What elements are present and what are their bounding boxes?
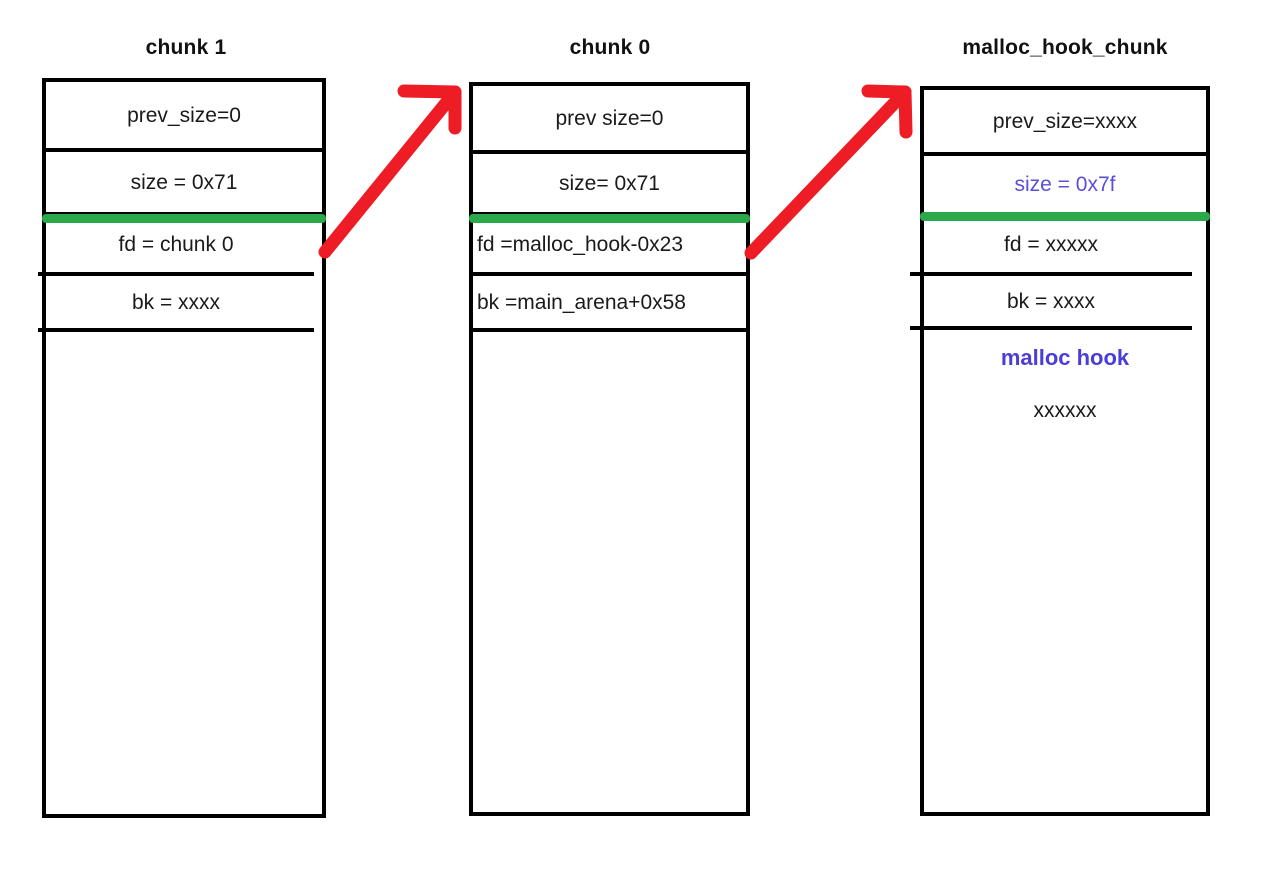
chunk-box-malloc-hook-chunk: prev_size=xxxx size = 0x7f fd = xxxxx bk… [910,86,1210,816]
chunk-title-chunk-1: chunk 1 [145,36,227,59]
chunk-0-prev-size-text: prev size=0 [555,106,664,130]
chunk-box-chunk-0: prev size=0 size= 0x71 fd =malloc_hook-0… [469,82,750,816]
malloc-hook-chunk-field-hook-label: malloc hook [924,330,1206,386]
green-separator-chunk-0 [469,214,750,223]
green-separator-malloc-hook-chunk [920,212,1210,221]
chunk-1-prev-size-text: prev_size=0 [127,103,241,127]
chunk-0-field-bk: bk =main_arena+0x58 [473,276,746,332]
chunk-title-chunk-0: chunk 0 [569,36,651,59]
chunk-0-bk-text: bk =main_arena+0x58 [477,290,686,314]
chunk-1-fd-text: fd = chunk 0 [118,232,234,256]
malloc-hook-chunk-field-hook-value: xxxxxx [924,386,1206,434]
chunk-1-field-body [46,332,322,814]
arrow-chunk0-fd-to-malloc-hook-chunk [744,84,913,260]
malloc-hook-chunk-field-prev-size: prev_size=xxxx [924,90,1206,156]
chunk-1-bk-text: bk = xxxx [131,290,221,314]
chunk-0-size-text: size= 0x71 [559,171,660,195]
chunk-0-field-prev-size: prev size=0 [473,86,746,154]
chunk-0-field-size: size= 0x71 [473,154,746,216]
malloc-hook-chunk-field-body [924,434,1206,812]
malloc-hook-chunk-field-size: size = 0x7f [924,156,1206,216]
chunk-0-field-body [473,332,746,812]
malloc-hook-chunk-fd-text: fd = xxxxx [1004,232,1098,256]
green-separator-chunk-1 [42,214,326,223]
malloc-hook-value-text: xxxxxx [1033,398,1097,422]
chunk-1-field-prev-size: prev_size=0 [46,82,322,152]
malloc-hook-chunk-field-bk: bk = xxxx [910,276,1192,330]
malloc-hook-chunk-size-text: size = 0x7f [1014,172,1116,196]
chunk-0-fd-text: fd =malloc_hook-0x23 [477,232,684,256]
chunk-1-size-text: size = 0x71 [130,170,238,194]
chunk-1-field-fd: fd = chunk 0 [38,216,314,276]
chunk-box-chunk-1: prev_size=0 size = 0x71 fd = chunk 0 bk … [38,78,326,818]
chunk-1-field-bk: bk = xxxx [38,276,314,332]
malloc-hook-chunk-prev-size-text: prev_size=xxxx [992,109,1138,133]
chunk-0-field-fd: fd =malloc_hook-0x23 [473,216,746,276]
chunk-1-field-size: size = 0x71 [46,152,322,216]
chunk-title-malloc-hook-chunk: malloc_hook_chunk [962,36,1168,59]
malloc-hook-label-text: malloc hook [1000,345,1130,370]
malloc-hook-chunk-field-fd: fd = xxxxx [910,216,1192,276]
malloc-hook-chunk-bk-text: bk = xxxx [1006,289,1096,313]
arrow-chunk1-fd-to-chunk0 [318,84,462,259]
